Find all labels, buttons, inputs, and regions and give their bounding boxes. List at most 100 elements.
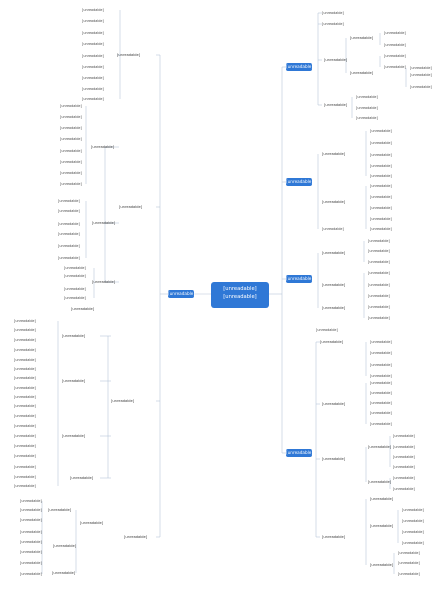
mind-map-node[interactable]: [unreadable] [60, 160, 82, 164]
mind-map-node[interactable]: [unreadable] [410, 73, 432, 77]
mind-map-node[interactable]: [unreadable] [82, 42, 104, 46]
mind-map-node[interactable]: [unreadable] [368, 316, 390, 320]
mind-map-node[interactable]: [unreadable] [398, 561, 420, 565]
mind-map-node[interactable]: [unreadable] [402, 519, 424, 523]
mind-map-node[interactable]: [unreadable] [58, 244, 80, 248]
mind-map-node[interactable]: [unreadable] [14, 434, 36, 438]
mind-map-node[interactable]: [unreadable] [316, 328, 338, 332]
mind-map-node[interactable]: [unreadable] [322, 11, 344, 15]
mind-map-node[interactable]: [unreadable] [324, 103, 348, 107]
mind-map-node[interactable]: [unreadable] [402, 530, 424, 534]
mind-map-node[interactable]: [unreadable] [322, 402, 346, 406]
mind-map-node[interactable]: [unreadable] [58, 232, 80, 236]
mind-map-node[interactable]: [unreadable] [368, 260, 390, 264]
mind-map-node[interactable]: [unreadable] [14, 414, 36, 418]
mind-map-node[interactable]: [unreadable] [91, 145, 115, 149]
mind-map-node[interactable]: [unreadable] [60, 126, 82, 130]
mind-map-node[interactable]: [unreadable] [370, 381, 392, 385]
mind-map-node[interactable]: [unreadable] [370, 497, 394, 501]
mind-map-node[interactable]: [unreadable] [60, 171, 82, 175]
mind-map-node[interactable]: [unreadable] [14, 444, 36, 448]
mind-map-node[interactable]: [unreadable] [384, 31, 406, 35]
mind-map-node[interactable]: [unreadable] [368, 239, 390, 243]
mind-map-node[interactable]: [unreadable] [53, 544, 77, 548]
mind-map-node[interactable]: [unreadable] [410, 85, 432, 89]
branch-box-left[interactable]: [unreadable] [168, 290, 195, 298]
mind-map-node[interactable]: [unreadable] [322, 457, 346, 461]
mind-map-node[interactable]: [unreadable] [58, 199, 80, 203]
mind-map-node[interactable]: [unreadable] [368, 283, 390, 287]
mind-map-node[interactable]: [unreadable] [370, 391, 392, 395]
mind-map-node[interactable]: [unreadable] [60, 137, 82, 141]
mind-map-node[interactable]: [unreadable] [393, 455, 415, 459]
mind-map-node[interactable]: [unreadable] [82, 65, 104, 69]
mind-map-node[interactable]: [unreadable] [60, 104, 82, 108]
mind-map-node[interactable]: [unreadable] [370, 164, 392, 168]
mind-map-node[interactable]: [unreadable] [58, 222, 80, 226]
mind-map-node[interactable]: [unreadable] [384, 43, 406, 47]
mind-map-node[interactable]: [unreadable] [20, 518, 42, 522]
mind-map-node[interactable]: [unreadable] [322, 22, 344, 26]
mind-map-node[interactable]: [unreadable] [14, 395, 36, 399]
mind-map-node[interactable]: [unreadable] [60, 182, 82, 186]
mind-map-node[interactable]: [unreadable] [402, 541, 424, 545]
mind-map-node[interactable]: [unreadable] [71, 307, 95, 311]
mind-map-node[interactable]: [unreadable] [70, 476, 94, 480]
mind-map-node[interactable]: [unreadable] [14, 386, 36, 390]
mind-map-node[interactable]: [unreadable] [356, 95, 378, 99]
mind-map-node[interactable]: [unreadable] [124, 535, 148, 539]
mind-map-node[interactable]: [unreadable] [48, 508, 72, 512]
branch-box-right-2[interactable]: [unreadable] [286, 178, 313, 186]
mind-map-node[interactable]: [unreadable] [60, 115, 82, 119]
mind-map-node[interactable]: [unreadable] [322, 227, 344, 231]
mind-map-node[interactable]: [unreadable] [410, 66, 432, 70]
mind-map-node[interactable]: [unreadable] [368, 480, 392, 484]
mind-map-node[interactable]: [unreadable] [14, 465, 36, 469]
mind-map-node[interactable]: [unreadable] [370, 153, 392, 157]
mind-map-node[interactable]: [unreadable] [92, 280, 116, 284]
mind-map-node[interactable]: [unreadable] [356, 106, 378, 110]
mind-map-node[interactable]: [unreadable] [393, 487, 415, 491]
mind-map-node[interactable]: [unreadable] [370, 129, 392, 133]
mind-map-node[interactable]: [unreadable] [370, 217, 392, 221]
branch-box-right-3[interactable]: [unreadable] [286, 275, 313, 283]
mind-map-node[interactable]: [unreadable] [322, 152, 346, 156]
mind-map-node[interactable]: [unreadable] [356, 116, 378, 120]
mind-map-node[interactable]: [unreadable] [82, 97, 104, 101]
mind-map-node[interactable]: [unreadable] [80, 521, 104, 525]
mind-map-node[interactable]: [unreadable] [14, 376, 36, 380]
mind-map-node[interactable]: [unreadable] [393, 434, 415, 438]
mind-map-node[interactable]: [unreadable] [322, 200, 346, 204]
mind-map-node[interactable]: [unreadable] [111, 399, 135, 403]
mind-map-node[interactable]: [unreadable] [384, 65, 406, 69]
mind-map-node[interactable]: [unreadable] [370, 340, 392, 344]
mind-map-node[interactable]: [unreadable] [393, 476, 415, 480]
mind-map-node[interactable]: [unreadable] [82, 8, 104, 12]
mind-map-node[interactable]: [unreadable] [14, 358, 36, 362]
mind-map-node[interactable]: [unreadable] [370, 524, 394, 528]
mind-map-node[interactable]: [unreadable] [82, 76, 104, 80]
mind-map-node[interactable]: [unreadable] [322, 283, 346, 287]
mind-map-node[interactable]: [unreadable] [370, 374, 392, 378]
mind-map-node[interactable]: [unreadable] [82, 19, 104, 23]
mind-map-node[interactable]: [unreadable] [384, 54, 406, 58]
mind-map-node[interactable]: [unreadable] [92, 221, 116, 225]
mind-map-node[interactable]: [unreadable] [322, 306, 346, 310]
mind-map-node[interactable]: [unreadable] [82, 31, 104, 35]
mind-map-node[interactable]: [unreadable] [14, 328, 36, 332]
mind-map-node[interactable]: [unreadable] [14, 338, 36, 342]
mind-map-node[interactable]: [unreadable] [370, 195, 392, 199]
mind-map-node[interactable]: [unreadable] [368, 294, 390, 298]
mind-map-node[interactable]: [unreadable] [117, 53, 141, 57]
mind-map-node[interactable]: [unreadable] [62, 334, 86, 338]
mind-map-node[interactable]: [unreadable] [370, 174, 392, 178]
mind-map-node[interactable]: [unreadable] [58, 256, 80, 260]
branch-box-right-1[interactable]: [unreadable] [286, 63, 313, 71]
mind-map-node[interactable]: [unreadable] [14, 484, 36, 488]
mind-map-node[interactable]: [unreadable] [82, 54, 104, 58]
mind-map-node[interactable]: [unreadable] [20, 561, 42, 565]
mind-map-node[interactable]: [unreadable] [20, 540, 42, 544]
central-topic[interactable]: [unreadable] [unreadable] [211, 282, 269, 308]
mind-map-node[interactable]: [unreadable] [14, 454, 36, 458]
mind-map-node[interactable]: [unreadable] [14, 319, 36, 323]
